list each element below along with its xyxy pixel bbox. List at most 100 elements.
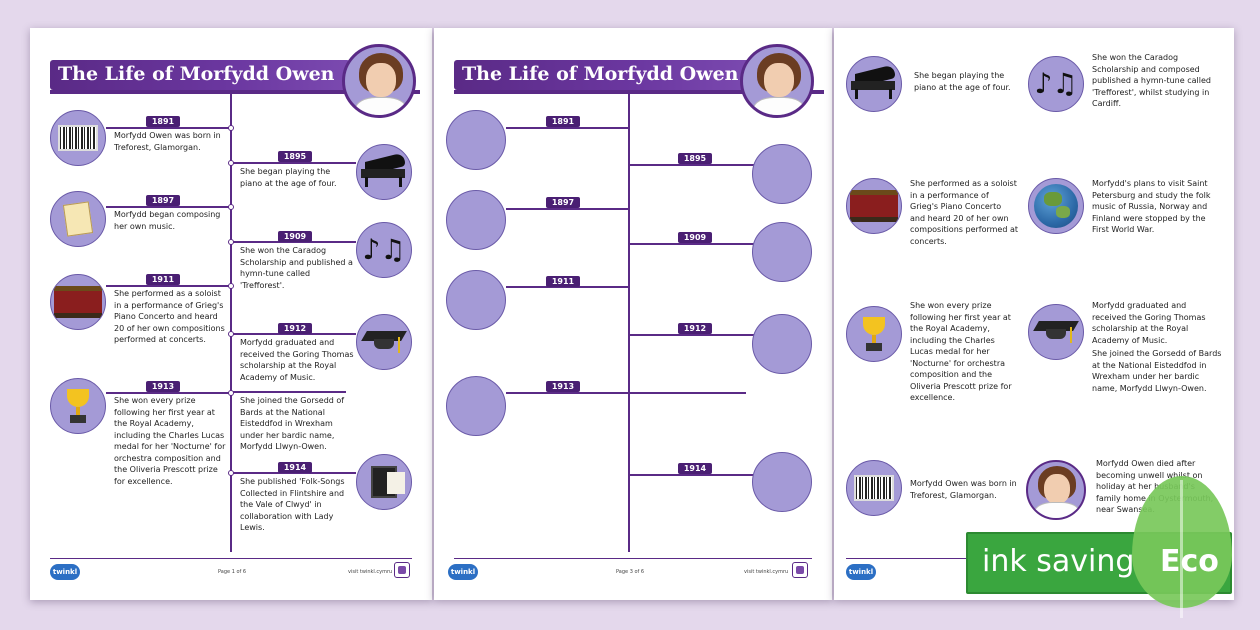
year-label: 1914 <box>678 463 712 474</box>
event-image-circle <box>50 274 106 330</box>
blank-image-circle[interactable] <box>446 376 506 436</box>
quality-badge <box>394 562 410 578</box>
timeline-connector <box>106 206 230 208</box>
timeline-dot <box>228 331 234 337</box>
year-label: 1897 <box>146 195 180 206</box>
card-text: Morfydd graduated and received the Gorin… <box>1092 301 1206 345</box>
card-text: She began playing the piano at the age o… <box>914 71 1011 92</box>
trophy-icon <box>67 389 89 423</box>
timeline-dot <box>228 160 234 166</box>
twinkl-logo: twinkl <box>448 564 478 580</box>
twinkl-logo: twinkl <box>50 564 80 580</box>
timeline-connector <box>106 285 230 287</box>
timeline-spine <box>628 94 630 552</box>
event-image-circle <box>356 454 412 510</box>
year-label: 1911 <box>546 276 580 287</box>
event-text: Morfydd Owen was born in Treforest, Glam… <box>114 131 221 152</box>
footer-divider <box>50 558 412 559</box>
piano-icon <box>851 64 897 99</box>
title-underline <box>50 90 420 94</box>
graduation-cap-icon <box>1033 319 1079 345</box>
footer-divider <box>454 558 812 559</box>
event-text: She published 'Folk-Songs Collected in F… <box>240 477 345 532</box>
event-text: She began playing the piano at the age o… <box>240 167 337 188</box>
year-label: 1895 <box>278 151 312 162</box>
card-image-circle[interactable] <box>846 178 902 234</box>
card-image-circle[interactable]: ♪♫ <box>1028 56 1084 112</box>
event-text-secondary: She joined the Gorsedd of Bards at the N… <box>240 396 345 451</box>
event-text: She won every prize following her first … <box>114 396 226 486</box>
card-text: Morfydd's plans to visit Saint Petersbur… <box>1092 179 1211 234</box>
blank-image-circle[interactable] <box>752 222 812 282</box>
timeline-dot <box>228 470 234 476</box>
timeline-connector <box>230 241 356 243</box>
event-image-circle <box>50 191 106 247</box>
card-image-circle[interactable] <box>846 460 902 516</box>
blank-image-circle[interactable] <box>446 110 506 170</box>
card-image-circle[interactable] <box>846 306 902 362</box>
barcode-icon <box>58 125 98 151</box>
year-label: 1913 <box>546 381 580 392</box>
stage-icon <box>54 286 102 318</box>
timeline-dot <box>228 283 234 289</box>
timeline-connector <box>628 474 754 476</box>
card-image-circle[interactable] <box>1028 178 1084 234</box>
year-label: 1891 <box>146 116 180 127</box>
visit-link: visit twinkl.cymru <box>744 569 789 575</box>
card-text: Morfydd Owen was born in Treforest, Glam… <box>910 479 1017 500</box>
timeline-connector <box>628 334 754 336</box>
portrait-icon[interactable] <box>1026 460 1086 520</box>
leaf-stem <box>1180 480 1183 618</box>
timeline-connector <box>506 286 628 288</box>
year-label: 1891 <box>546 116 580 127</box>
blank-image-circle[interactable] <box>752 314 812 374</box>
card-text-secondary: She joined the Gorsedd of Bards at the N… <box>1092 349 1222 393</box>
timeline-connector <box>106 127 230 129</box>
piano-icon <box>361 152 407 187</box>
blank-image-circle[interactable] <box>752 144 812 204</box>
timeline-connector <box>230 472 356 474</box>
year-label: 1897 <box>546 197 580 208</box>
trophy-icon <box>863 317 885 351</box>
page-number: Page 3 of 6 <box>616 569 645 575</box>
year-label: 1895 <box>678 153 712 164</box>
timeline-connector <box>628 243 754 245</box>
card-image-circle[interactable] <box>1028 304 1084 360</box>
title-underline <box>454 90 824 94</box>
title-banner: The Life of Morfydd Owen <box>50 60 350 90</box>
page-title: The Life of Morfydd Owen <box>58 63 335 85</box>
ink-saving-label: ink saving <box>982 544 1135 579</box>
graduation-cap-icon <box>361 329 407 355</box>
event-image-circle: ♪♫ <box>356 222 412 278</box>
timeline-dot <box>228 239 234 245</box>
blank-image-circle[interactable] <box>752 452 812 512</box>
card-text: She won the Caradog Scholarship and comp… <box>1092 53 1211 108</box>
year-label: 1911 <box>146 274 180 285</box>
year-label: 1912 <box>678 323 712 334</box>
timeline-connector <box>506 127 628 129</box>
blank-image-circle[interactable] <box>446 190 506 250</box>
quality-badge <box>792 562 808 578</box>
globe-icon <box>1034 184 1078 228</box>
eco-label: Eco <box>1160 544 1219 579</box>
page-number: Page 1 of 6 <box>218 569 247 575</box>
stage-icon <box>850 190 898 222</box>
card-image-circle[interactable] <box>846 56 902 112</box>
timeline-connector <box>106 392 230 394</box>
year-label: 1909 <box>278 231 312 242</box>
event-image-circle <box>50 110 106 166</box>
timeline-connector <box>506 208 628 210</box>
title-banner: The Life of Morfydd Owen <box>454 60 754 90</box>
visit-link: visit twinkl.cymru <box>348 569 393 575</box>
event-text: Morfydd began composing her own music. <box>114 210 221 231</box>
morfydd-portrait <box>740 44 814 118</box>
year-label: 1914 <box>278 462 312 473</box>
event-text: Morfydd graduated and received the Gorin… <box>240 338 354 382</box>
timeline-dot <box>228 204 234 210</box>
card-text: She performed as a soloist in a performa… <box>910 179 1019 246</box>
blank-image-circle[interactable] <box>446 270 506 330</box>
event-image-circle <box>356 144 412 200</box>
timeline-dot <box>228 390 234 396</box>
book-icon <box>371 466 405 498</box>
music-notes-icon: ♪♫ <box>1034 67 1078 100</box>
